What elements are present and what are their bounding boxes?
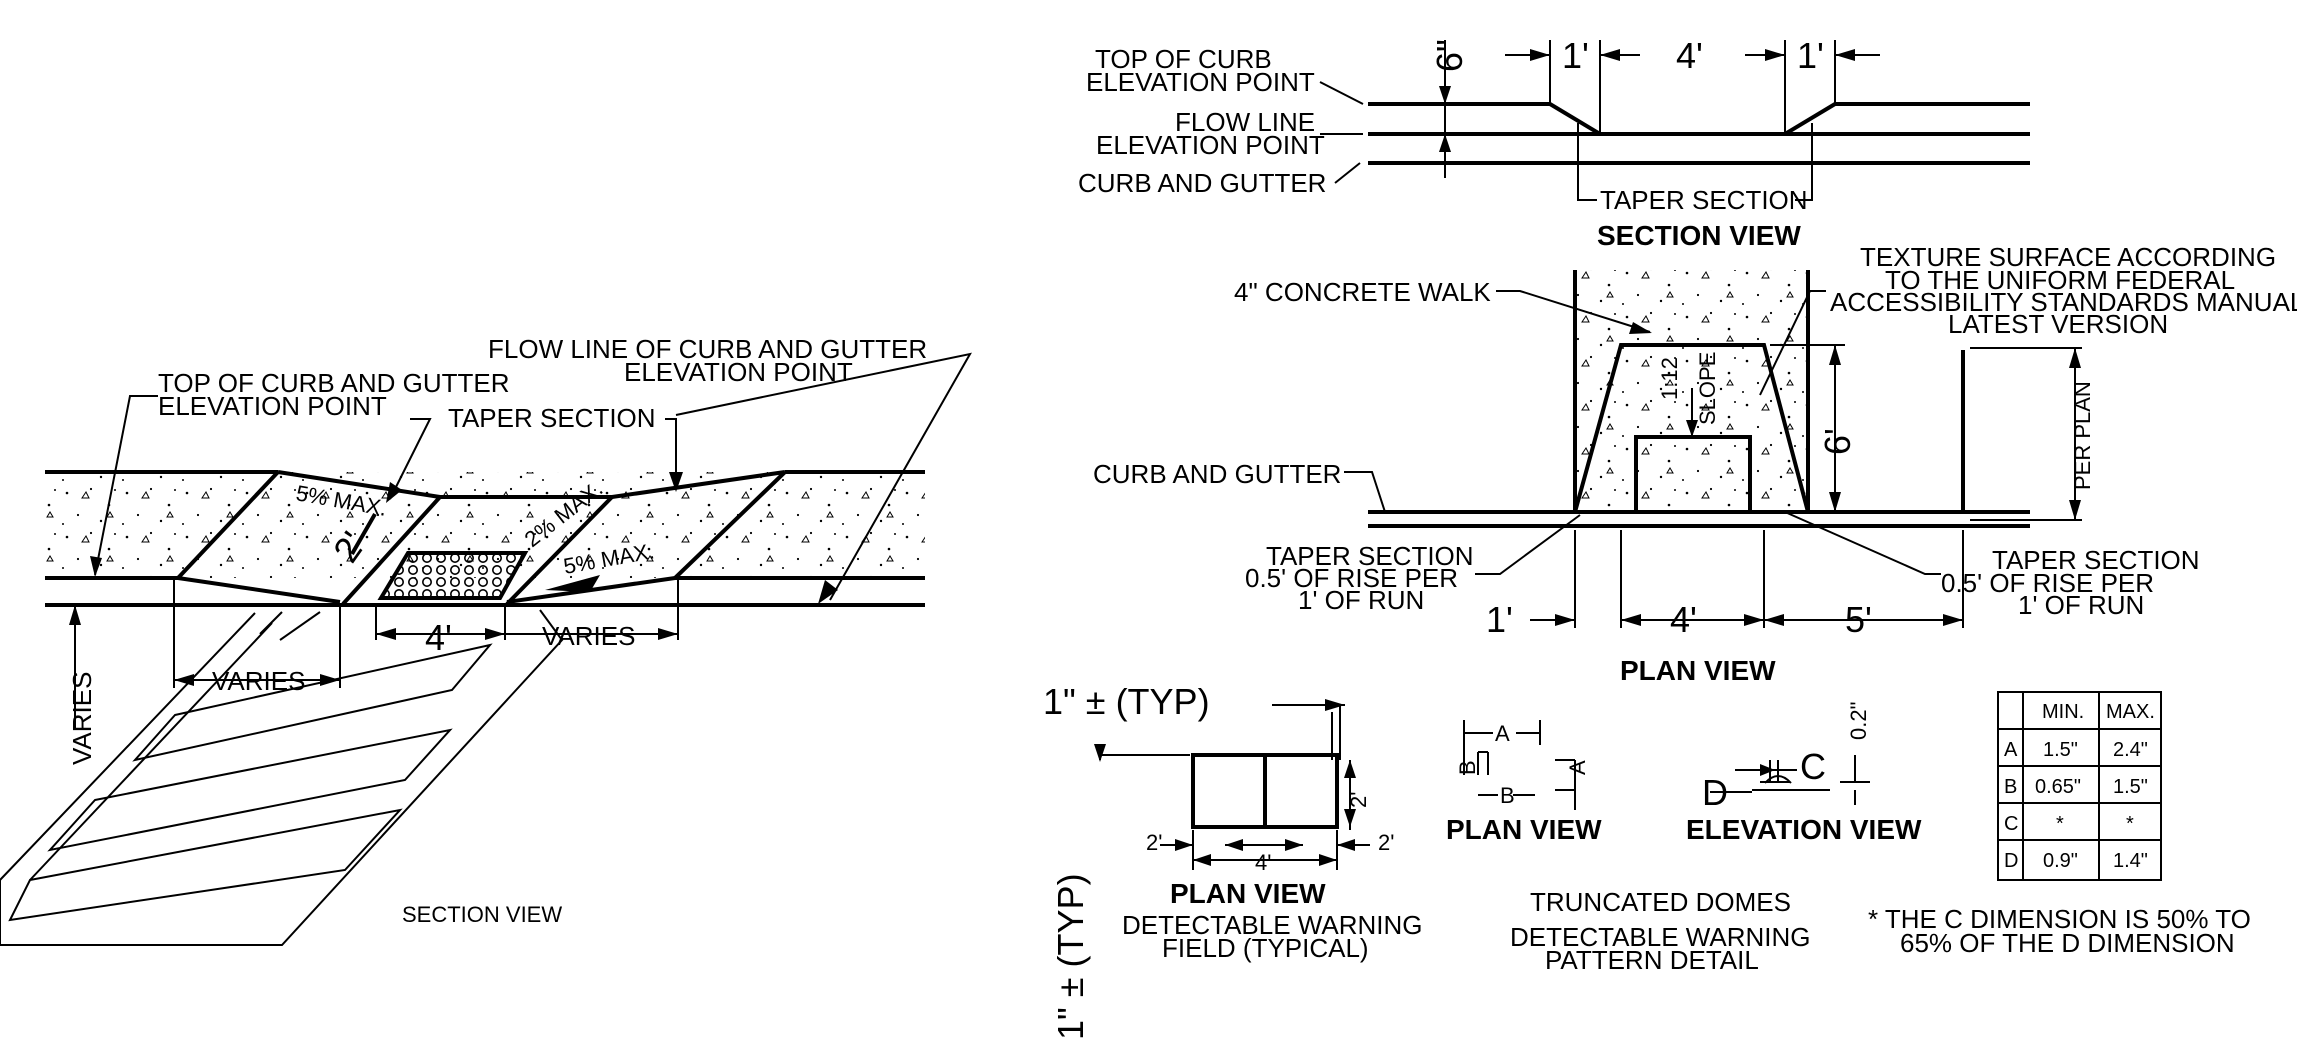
section-dim-mid: 4' — [1676, 35, 1703, 76]
table-row-d-max: 1.4" — [2113, 850, 2148, 872]
texture-note-3: ACCESSIBILITY STANDARDS MANUAL — [1830, 287, 2297, 317]
section-dim-right: 1' — [1797, 35, 1824, 76]
plan-curb-label: CURB AND GUTTER — [1093, 459, 1341, 489]
taper-right-2: 0.5' OF RISE PER — [1941, 568, 2154, 598]
domes-caption-1: TRUNCATED DOMES — [1530, 887, 1791, 917]
plan-view-title: PLAN VIEW — [1620, 655, 1776, 686]
edge-dim-vertical: 1" ± (TYP) — [1050, 873, 1091, 1038]
domes-elev-title: ELEVATION VIEW — [1686, 814, 1922, 845]
slope-ratio-label: 1:12 — [1657, 357, 1682, 400]
isometric-ramp-detail: TOP OF CURB AND GUTTER ELEVATION POINT T… — [0, 334, 972, 946]
dome-height-dim: 0.2" — [1846, 702, 1871, 740]
table-row-a-max: 2.4" — [2113, 739, 2148, 761]
dome-label-a-vertical: A — [1565, 760, 1590, 775]
dome-label-a: A — [1495, 721, 1510, 746]
table-row-a-label: A — [2004, 739, 2018, 761]
section-taper-label: TAPER SECTION — [1600, 185, 1808, 215]
table-footnote-2: 65% OF THE D DIMENSION — [1900, 928, 2235, 958]
texture-note-1: TEXTURE SURFACE ACCORDING — [1860, 242, 2276, 272]
top-of-curb-label-1: TOP OF CURB AND GUTTER — [158, 368, 510, 398]
width-dim: 4' — [425, 617, 452, 658]
section-flow-line-2: ELEVATION POINT — [1096, 130, 1325, 160]
edge-dim-label: 1" ± (TYP) — [1043, 681, 1210, 722]
table-row-c-min: * — [2056, 813, 2064, 835]
dome-label-b: B — [1500, 783, 1515, 808]
dome-label-c: C — [1800, 746, 1826, 787]
field-dim-2-right: 2' — [1378, 830, 1394, 855]
field-caption-1: DETECTABLE WARNING — [1122, 910, 1422, 940]
left-caption: SECTION VIEW — [402, 902, 562, 927]
varies-right-label: VARIES — [542, 621, 635, 651]
table-row-c-max: * — [2126, 813, 2134, 835]
taper-right-3: 1' OF RUN — [2018, 590, 2144, 620]
taper-section-label: TAPER SECTION — [448, 403, 656, 433]
plan-dim-mid: 4' — [1670, 599, 1697, 640]
varies-vertical-label: VARIES — [67, 672, 97, 765]
field-plan-title: PLAN VIEW — [1170, 878, 1326, 909]
top-of-curb-label-2: ELEVATION POINT — [158, 391, 387, 421]
section-height-dim: 6" — [1429, 39, 1470, 72]
section-flow-line-1: FLOW LINE — [1175, 107, 1315, 137]
table-row-b-label: B — [2004, 776, 2017, 798]
domes-plan-title: PLAN VIEW — [1446, 814, 1602, 845]
slope-word-label: SLOPE — [1695, 352, 1720, 425]
field-dim-2-vertical: 2' — [1346, 792, 1371, 808]
plan-view-detail: 4" CONCRETE WALK TEXTURE SURFACE ACCORDI… — [1093, 242, 2297, 686]
table-row-c-label: C — [2004, 813, 2018, 835]
dimension-table: MIN. MAX. A 1.5" 2.4" B 0.65" 1.5" C * *… — [1868, 691, 2251, 958]
section-view-title: SECTION VIEW — [1597, 220, 1801, 251]
section-curb-label: CURB AND GUTTER — [1078, 168, 1326, 198]
ramp-length-dim: 6' — [1817, 428, 1858, 455]
field-caption-2: FIELD (TYPICAL) — [1162, 933, 1369, 963]
domes-caption-2b: PATTERN DETAIL — [1545, 945, 1759, 975]
taper-left-2: 0.5' OF RISE PER — [1245, 563, 1458, 593]
per-plan-label: PER PLAN — [2070, 381, 2095, 490]
table-row-d-min: 0.9" — [2043, 850, 2078, 872]
taper-left-3: 1' OF RUN — [1298, 585, 1424, 615]
plan-dim-right: 5' — [1845, 599, 1872, 640]
texture-note-2: TO THE UNIFORM FEDERAL — [1885, 265, 2235, 295]
section-dim-left: 1' — [1562, 35, 1589, 76]
section-top-of-curb-1: TOP OF CURB — [1095, 44, 1272, 74]
truncated-domes-detail: A B A B PLAN VIEW D C 0.2" ELEVATION VIE… — [1446, 702, 1922, 975]
table-header-max: MAX. — [2106, 701, 2155, 723]
crosswalk-stripes — [0, 609, 564, 946]
table-row-b-min: 0.65" — [2035, 776, 2081, 798]
dome-label-b-vertical: B — [1455, 760, 1480, 775]
texture-note-4: LATEST VERSION — [1948, 309, 2168, 339]
plan-dim-left: 1' — [1486, 599, 1513, 640]
field-dim-4: 4' — [1255, 850, 1271, 875]
table-footnote-1: * THE C DIMENSION IS 50% TO — [1868, 904, 2251, 934]
table-header-min: MIN. — [2042, 701, 2084, 723]
section-view-detail: TOP OF CURB ELEVATION POINT FLOW LINE EL… — [1078, 35, 2030, 251]
section-top-of-curb-2: ELEVATION POINT — [1086, 67, 1315, 97]
warning-field-detail: 1" ± (TYP) 1" ± (TYP) 2' 4' 2' 2' PLAN V… — [1043, 681, 1422, 1038]
table-row-b-max: 1.5" — [2113, 776, 2148, 798]
table-row-a-min: 1.5" — [2043, 739, 2078, 761]
varies-left-label: VARIES — [212, 666, 305, 696]
warning-field — [377, 551, 529, 600]
flow-line-label-1: FLOW LINE OF CURB AND GUTTER — [488, 334, 927, 364]
flow-line-label-2: ELEVATION POINT — [624, 357, 853, 387]
taper-left-1: TAPER SECTION — [1266, 541, 1474, 571]
walk-label: 4" CONCRETE WALK — [1234, 277, 1491, 307]
field-dim-2-left: 2' — [1146, 830, 1162, 855]
domes-caption-2a: DETECTABLE WARNING — [1510, 922, 1810, 952]
taper-right-1: TAPER SECTION — [1992, 545, 2200, 575]
dome-label-d: D — [1702, 772, 1728, 813]
table-row-d-label: D — [2004, 850, 2018, 872]
